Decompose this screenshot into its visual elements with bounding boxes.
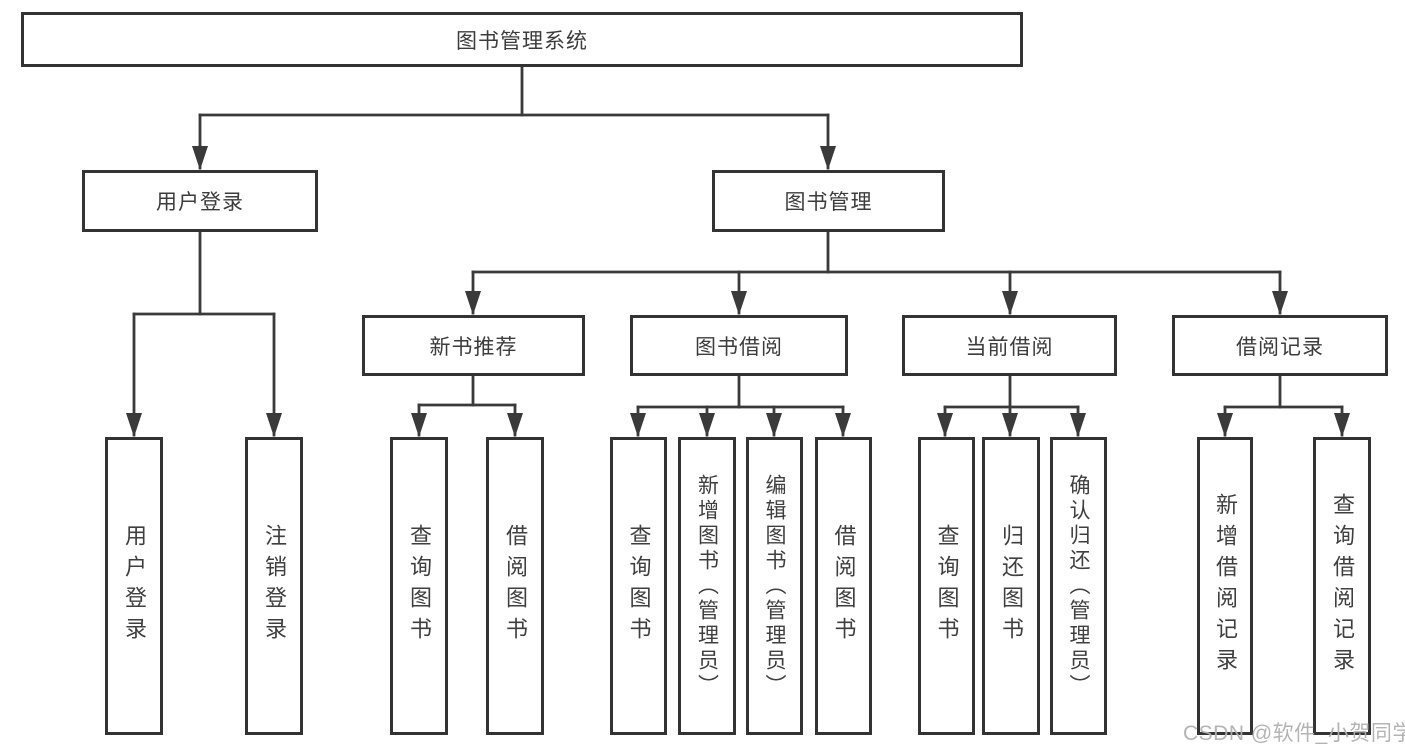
leaf-logout-label: 注销登录 bbox=[262, 524, 287, 648]
edge-current-borrow-to-leaves bbox=[937, 374, 1086, 437]
leaf-borrow-books-label: 借阅图书 bbox=[831, 524, 857, 648]
node-root-system: 图书管理系统 bbox=[21, 12, 1023, 67]
node-current-borrow: 当前借阅 bbox=[902, 315, 1117, 376]
node-borrow-records: 借阅记录 bbox=[1172, 315, 1388, 376]
leaf-borrow-books: 借阅图书 bbox=[815, 437, 872, 735]
leaf-confirm-return-admin-label: 确认归还（管理员） bbox=[1067, 473, 1090, 699]
leaf-confirm-return-admin: 确认归还（管理员） bbox=[1050, 437, 1107, 735]
node-book-management: 图书管理 bbox=[712, 170, 945, 232]
edge-user-login-to-leaves bbox=[126, 230, 282, 437]
edge-borrow-records-to-leaves bbox=[1217, 374, 1350, 437]
node-root-system-label: 图书管理系统 bbox=[456, 29, 588, 53]
edge-root-to-level2 bbox=[192, 65, 836, 170]
leaf-add-book-admin-label: 新增图书（管理员） bbox=[695, 473, 719, 699]
edge-book-borrow-to-leaves bbox=[630, 374, 851, 437]
node-book-borrow: 图书借阅 bbox=[630, 315, 848, 376]
leaf-borrow-books-recommend: 借阅图书 bbox=[486, 437, 544, 735]
leaf-edit-book-admin: 编辑图书（管理员） bbox=[746, 437, 803, 735]
leaf-edit-book-admin-label: 编辑图书（管理员） bbox=[763, 473, 786, 699]
node-new-book-recommend-label: 新书推荐 bbox=[429, 335, 518, 359]
leaf-query-books-recommend-label: 查询图书 bbox=[407, 524, 432, 648]
leaf-borrow-books-recommend-label: 借阅图书 bbox=[503, 524, 528, 648]
leaf-return-book-label: 归还图书 bbox=[999, 524, 1024, 648]
leaf-add-borrow-record-label: 新增借阅记录 bbox=[1213, 493, 1238, 679]
leaf-add-borrow-record: 新增借阅记录 bbox=[1197, 437, 1253, 735]
leaf-add-book-admin: 新增图书（管理员） bbox=[678, 437, 736, 735]
node-new-book-recommend: 新书推荐 bbox=[362, 315, 585, 376]
node-book-borrow-label: 图书借阅 bbox=[695, 335, 783, 359]
leaf-return-book: 归还图书 bbox=[982, 437, 1040, 735]
node-borrow-records-label: 借阅记录 bbox=[1236, 335, 1324, 359]
node-current-borrow-label: 当前借阅 bbox=[965, 335, 1054, 359]
leaf-user-login-label: 用户登录 bbox=[122, 524, 147, 648]
csdn-watermark: CSDN @软件_小贺同学 bbox=[1183, 722, 1405, 745]
leaf-query-books-borrow-label: 查询图书 bbox=[626, 524, 652, 648]
leaf-user-login: 用户登录 bbox=[105, 437, 163, 735]
leaf-query-borrow-record-label: 查询借阅记录 bbox=[1330, 493, 1355, 679]
leaf-query-books-current-label: 查询图书 bbox=[934, 524, 960, 648]
node-user-login-label: 用户登录 bbox=[156, 191, 244, 214]
leaf-query-books-borrow: 查询图书 bbox=[610, 437, 667, 735]
node-book-management-label: 图书管理 bbox=[784, 191, 873, 214]
node-user-login: 用户登录 bbox=[82, 170, 318, 232]
leaf-query-borrow-record: 查询借阅记录 bbox=[1313, 437, 1371, 735]
edge-book-management-to-level3 bbox=[465, 230, 1288, 315]
leaf-query-books-current: 查询图书 bbox=[918, 437, 975, 735]
leaf-query-books-recommend: 查询图书 bbox=[390, 437, 448, 735]
edge-new-book-recommend-to-leaves bbox=[411, 374, 523, 437]
leaf-logout: 注销登录 bbox=[245, 437, 303, 735]
